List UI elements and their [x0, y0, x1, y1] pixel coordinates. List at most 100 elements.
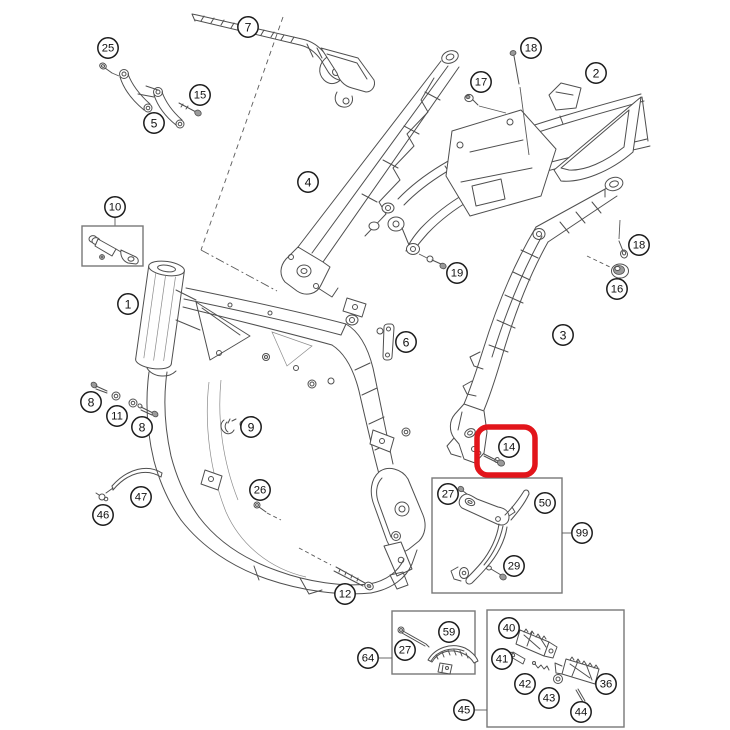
svg-text:59: 59 [443, 627, 456, 639]
svg-text:14: 14 [503, 442, 516, 454]
callout-7[interactable]: 7 [237, 16, 259, 38]
highlight-box [474, 424, 538, 478]
svg-text:10: 10 [109, 202, 122, 214]
callout-36[interactable]: 36 [595, 673, 617, 695]
group-box-engine-brace [431, 477, 571, 594]
group-box-chain-guide [379, 610, 479, 675]
callout-6[interactable]: 6 [395, 331, 417, 353]
callout-46[interactable]: 46 [92, 504, 114, 526]
callout-15[interactable]: 15 [189, 84, 211, 106]
callout-2[interactable]: 2 [585, 62, 607, 84]
part-5-hanger-brackets [99, 62, 202, 129]
svg-text:19: 19 [451, 268, 464, 280]
callout-50[interactable]: 50 [534, 492, 556, 514]
callout-11[interactable]: 11 [106, 405, 128, 427]
part-47-hose [95, 467, 163, 502]
callout-12[interactable]: 12 [334, 583, 356, 605]
svg-text:9: 9 [248, 421, 255, 435]
svg-text:12: 12 [339, 589, 352, 601]
callout-9[interactable]: 9 [240, 416, 262, 438]
svg-text:44: 44 [575, 707, 588, 719]
callout-8-left[interactable]: 8 [80, 391, 102, 413]
callout-16[interactable]: 16 [606, 278, 628, 300]
callout-25[interactable]: 25 [97, 37, 119, 59]
bolt-18-top [509, 50, 530, 156]
callout-27-bracket[interactable]: 27 [437, 483, 459, 505]
svg-text:18: 18 [633, 240, 646, 252]
bolt-18-right [618, 219, 628, 259]
svg-text:6: 6 [403, 336, 410, 350]
svg-text:7: 7 [245, 21, 252, 35]
svg-text:40: 40 [503, 623, 516, 635]
svg-text:8: 8 [88, 396, 95, 410]
svg-text:36: 36 [600, 679, 613, 691]
svg-text:18: 18 [525, 43, 538, 55]
svg-text:3: 3 [560, 329, 567, 343]
svg-text:29: 29 [508, 561, 521, 573]
bolt-12 [298, 547, 374, 591]
svg-text:64: 64 [362, 653, 375, 665]
svg-text:26: 26 [254, 485, 267, 497]
callout-41[interactable]: 41 [491, 648, 513, 670]
callout-10[interactable]: 10 [104, 196, 126, 218]
callout-18-right[interactable]: 18 [628, 234, 650, 256]
svg-text:16: 16 [611, 284, 624, 296]
bolt-26 [253, 501, 282, 521]
svg-text:27: 27 [442, 489, 455, 501]
callout-64[interactable]: 64 [357, 647, 379, 669]
callout-99[interactable]: 99 [571, 522, 593, 544]
callout-44[interactable]: 44 [570, 701, 592, 723]
svg-text:4: 4 [305, 176, 312, 190]
svg-text:2: 2 [593, 67, 600, 81]
svg-text:47: 47 [135, 492, 148, 504]
svg-text:5: 5 [151, 117, 158, 131]
svg-text:15: 15 [194, 90, 207, 102]
grommet-16 [586, 255, 629, 279]
callout-4[interactable]: 4 [297, 171, 319, 193]
svg-text:41: 41 [496, 654, 509, 666]
callout-43[interactable]: 43 [538, 687, 560, 709]
bolt-17 [464, 93, 507, 114]
callout-59[interactable]: 59 [438, 621, 460, 643]
callout-3[interactable]: 3 [552, 324, 574, 346]
svg-text:46: 46 [97, 510, 110, 522]
callout-1[interactable]: 1 [117, 293, 139, 315]
bolt-14-highlighted-part [483, 453, 505, 467]
callout-8-right[interactable]: 8 [131, 416, 153, 438]
svg-text:42: 42 [519, 679, 532, 691]
svg-text:11: 11 [111, 411, 123, 423]
part-4-subframe-brace [280, 50, 460, 298]
callout-18-top[interactable]: 18 [520, 37, 542, 59]
svg-text:25: 25 [102, 43, 115, 55]
svg-text:17: 17 [475, 77, 488, 89]
callout-47[interactable]: 47 [130, 486, 152, 508]
alignment-lines [200, 16, 284, 292]
part-9-clip [220, 418, 237, 435]
part-1-main-frame [135, 260, 426, 595]
callout-29[interactable]: 29 [503, 555, 525, 577]
svg-text:45: 45 [458, 705, 471, 717]
part-6-strap [382, 323, 395, 361]
callout-27-guide[interactable]: 27 [394, 639, 416, 661]
callout-5[interactable]: 5 [143, 112, 165, 134]
part-7-front-fender-bracket [191, 13, 375, 108]
svg-text:99: 99 [576, 528, 589, 540]
callout-42[interactable]: 42 [514, 673, 536, 695]
callout-45[interactable]: 45 [453, 699, 475, 721]
hardware-bolts-8-11 [90, 381, 159, 418]
svg-text:50: 50 [539, 498, 552, 510]
callout-26[interactable]: 26 [249, 479, 271, 501]
callout-17[interactable]: 17 [470, 71, 492, 93]
svg-text:27: 27 [399, 645, 412, 657]
callout-40[interactable]: 40 [498, 617, 520, 639]
callout-14[interactable]: 14 [498, 436, 520, 458]
callout-19[interactable]: 19 [446, 262, 468, 284]
group-box-footrest-kit [475, 609, 625, 728]
svg-text:1: 1 [125, 298, 132, 312]
part-2-rear-subframe [387, 82, 651, 255]
svg-text:43: 43 [543, 693, 556, 705]
part-3-subframe-side-member [446, 176, 624, 464]
part-10-mount-kit-box [81, 217, 144, 267]
